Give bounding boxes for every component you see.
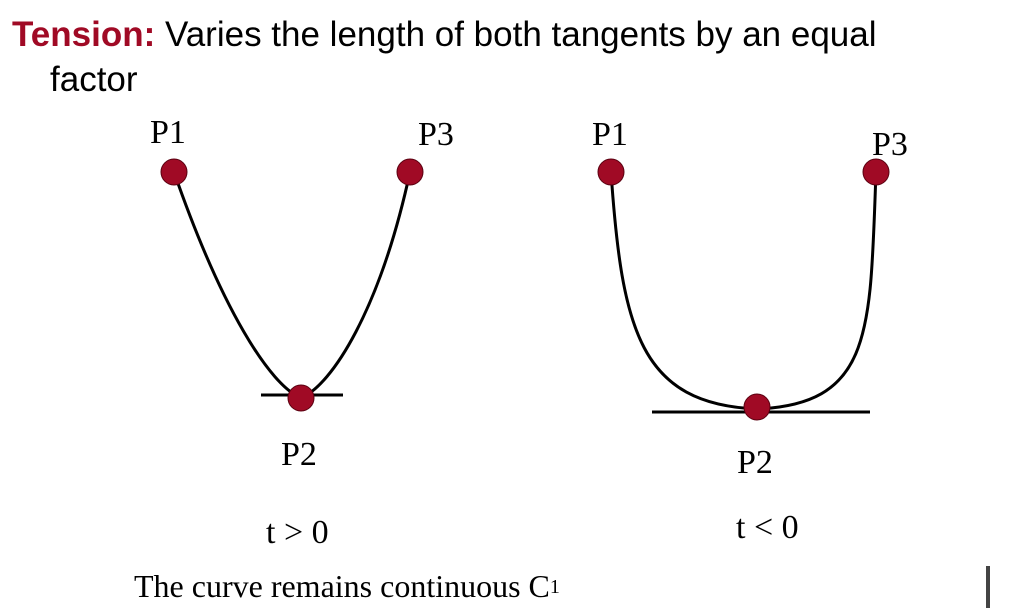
condition-label: t < 0 — [736, 509, 799, 546]
control-point-p2 — [287, 384, 315, 412]
caption-superscript: 1 — [549, 576, 560, 598]
label-p1: P1 — [150, 114, 186, 151]
caption-text: The curve remains continuous C — [134, 568, 550, 604]
label-p2: P2 — [281, 436, 317, 473]
slide-heading: Tension: Varies the length of both tange… — [12, 12, 997, 102]
heading-term: Tension: — [12, 15, 156, 54]
control-point-p1 — [160, 158, 188, 186]
diagram-positive-tension: P1 P3 P2 t > 0 — [150, 114, 454, 551]
curve-negative-tension — [609, 171, 878, 411]
label-p2: P2 — [737, 444, 773, 481]
control-point-p3 — [862, 158, 890, 186]
label-p3: P3 — [418, 116, 454, 153]
heading-line-2: factor — [50, 60, 138, 99]
label-p3: P3 — [872, 126, 908, 163]
curve-positive-tension — [172, 171, 412, 400]
control-point-p2 — [743, 393, 771, 421]
heading-line-1: Varies the length of both tangents by an… — [155, 15, 877, 54]
continuity-caption: The curve remains continuous C1 — [134, 568, 560, 605]
label-p1: P1 — [592, 116, 628, 153]
condition-label: t > 0 — [266, 514, 329, 551]
control-point-p3 — [396, 158, 424, 186]
text-cursor — [986, 566, 990, 608]
diagram-negative-tension: P1 P3 P2 t < 0 — [592, 116, 908, 546]
control-point-p1 — [597, 158, 625, 186]
